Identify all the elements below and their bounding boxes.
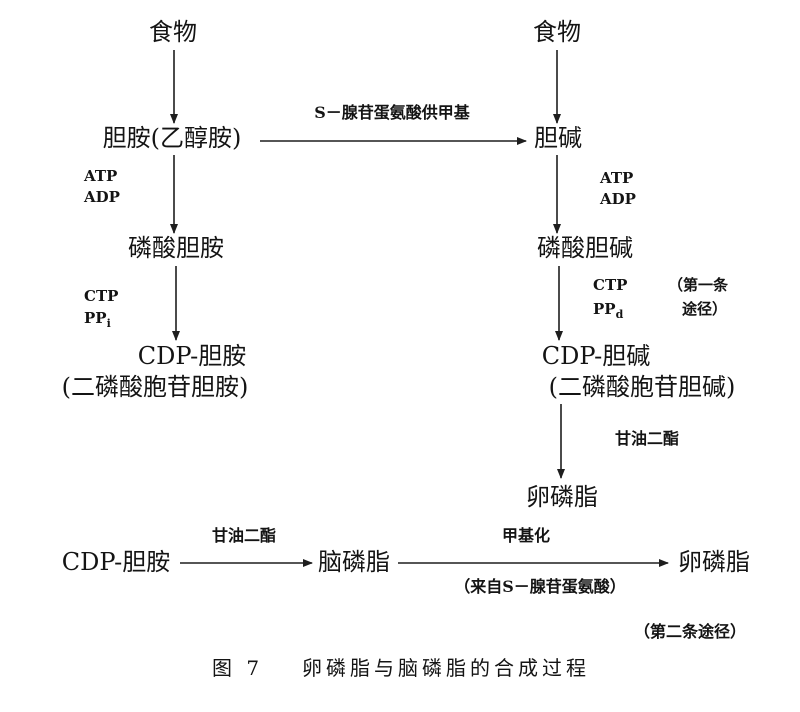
label-ppi-left-sub: i — [107, 317, 111, 330]
node-phospho-choline: 磷酸胆碱 — [537, 234, 633, 262]
node-cephalin: 脑磷脂 — [318, 548, 390, 576]
label-diglyceride-row2: 甘油二酯 — [212, 526, 276, 545]
label-adp-left: ADP — [83, 188, 120, 206]
node-lecithin-right: 卵磷脂 — [526, 483, 598, 511]
node-phospho-ethanolamine: 磷酸胆胺 — [128, 234, 224, 262]
node-cdp-ethanolamine-row2: CDP-胆胺 — [62, 548, 171, 576]
node-ethanolamine: 胆胺(乙醇胺) — [103, 124, 242, 152]
label-methyl-donor: S－腺苷蛋氨酸供甲基 — [314, 103, 471, 122]
caption-figure-number: 图 7 — [212, 656, 263, 680]
node-lecithin-row2: 卵磷脂 — [678, 548, 750, 576]
label-atp-left: ATP — [83, 167, 117, 185]
node-cdp-ethanolamine-full: (二磷酸胞苷胆胺) — [62, 373, 249, 401]
label-first-path-line1: （第一条 — [668, 276, 729, 294]
label-atp-right: ATP — [599, 169, 633, 187]
label-methylation: 甲基化 — [502, 526, 550, 545]
node-cdp-choline-full: (二磷酸胞苷胆碱) — [549, 373, 736, 401]
label-from-sam: （来自S－腺苷蛋氨酸） — [454, 577, 626, 596]
node-cdp-choline: CDP-胆碱 — [542, 342, 651, 370]
label-ppd-right-main: PP — [593, 300, 616, 318]
node-choline: 胆碱 — [534, 124, 582, 152]
label-adp-right: ADP — [599, 190, 636, 208]
caption-title: 卵磷脂与脑磷脂的合成过程 — [302, 656, 590, 680]
label-second-path: （第二条途径） — [634, 622, 746, 641]
node-food-left: 食物 — [149, 18, 197, 46]
label-diglyceride-right: 甘油二酯 — [615, 429, 679, 448]
label-ppi-left: PPi — [84, 309, 111, 330]
label-ppd-right: PPd — [593, 300, 624, 321]
label-ctp-right: CTP — [593, 276, 627, 294]
label-ppi-left-main: PP — [84, 309, 107, 327]
node-cdp-ethanolamine: CDP-胆胺 — [138, 342, 247, 370]
label-ppd-right-sub: d — [616, 308, 624, 321]
label-first-path-line2: 途径） — [682, 300, 727, 318]
node-food-right: 食物 — [533, 18, 581, 46]
label-ctp-left: CTP — [84, 287, 118, 305]
